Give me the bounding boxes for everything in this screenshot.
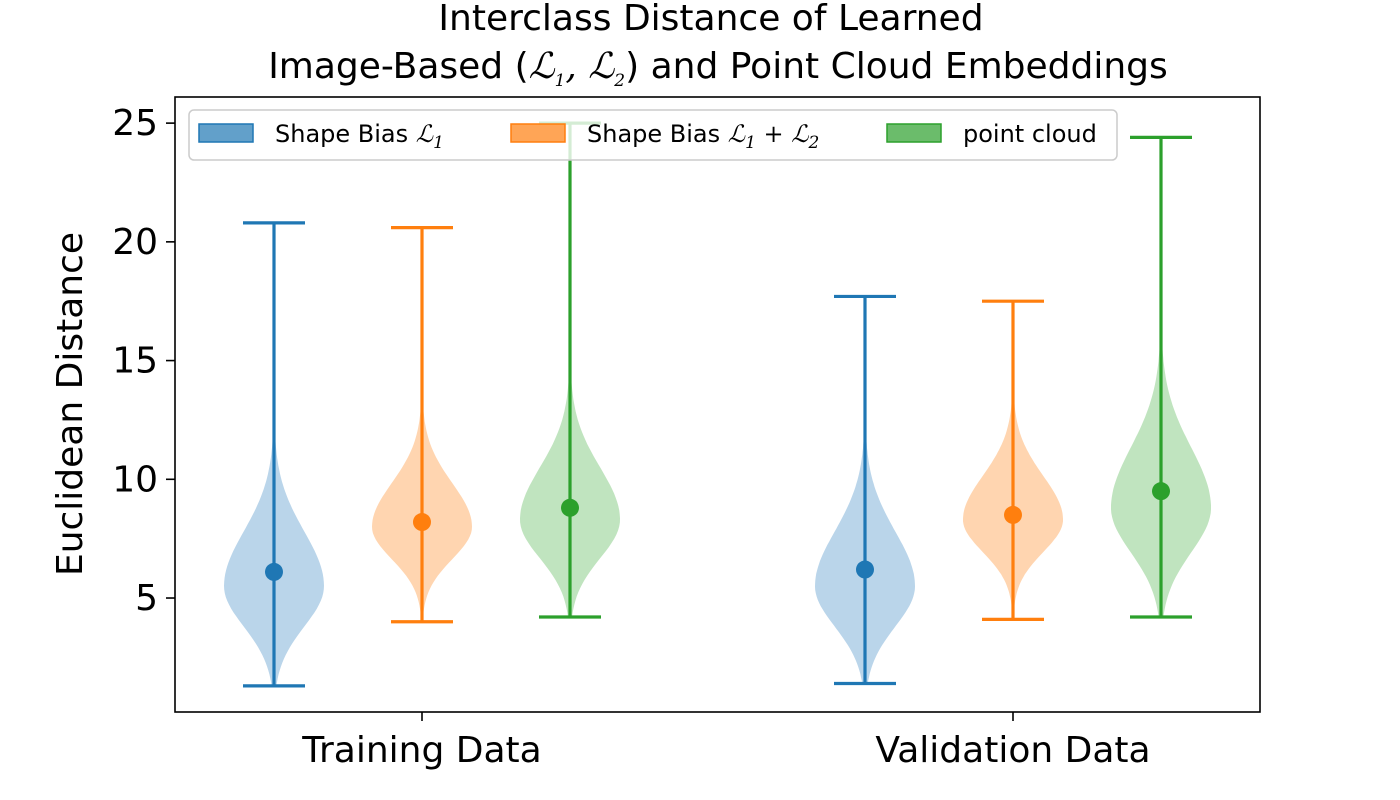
chart-title-math: ℒ1, ℒ2 xyxy=(529,46,625,91)
legend-box xyxy=(188,109,1118,161)
median-point-2-0 xyxy=(561,498,579,517)
y-tick-label: 20 xyxy=(112,222,158,263)
x-axis-ticks: Training Data Validation Data xyxy=(301,712,1151,771)
plot-frame xyxy=(174,96,1261,713)
y-tick-label: 10 xyxy=(112,459,158,500)
y-tick-label: 25 xyxy=(112,103,158,144)
y-tick-label: 15 xyxy=(112,341,158,382)
legend-swatch-2 xyxy=(886,123,942,143)
x-tick-label: Training Data xyxy=(301,730,541,771)
median-point-1-0 xyxy=(413,513,431,532)
chart-title-line2: Image-Based (ℒ1, ℒ2) and Point Cloud Emb… xyxy=(268,46,1168,91)
chart-title-prefix: Image-Based ( xyxy=(268,46,528,87)
chart-title-suffix: ) and Point Cloud Embeddings xyxy=(625,46,1168,87)
whisker-layer xyxy=(243,121,1192,688)
legend-label-2: point cloud xyxy=(963,120,1097,148)
x-tick-label: Validation Data xyxy=(875,730,1150,771)
y-axis-label: Euclidean Distance xyxy=(50,232,91,576)
median-point-2-1 xyxy=(1152,482,1170,501)
legend: Shape Bias ℒ1 Shape Bias ℒ1 + ℒ2 point clo… xyxy=(188,109,1118,161)
legend-label-0: Shape Bias ℒ1 xyxy=(275,120,444,153)
legend-swatch-0 xyxy=(198,123,254,143)
legend-label-1: Shape Bias ℒ1 + ℒ2 xyxy=(587,120,819,153)
violin-layer xyxy=(224,123,1211,686)
median-point-1-1 xyxy=(1004,505,1022,524)
legend-swatch-1 xyxy=(510,123,566,143)
y-tick-label: 5 xyxy=(135,578,158,619)
median-point-0-0 xyxy=(265,562,283,581)
chart-title-line1: Interclass Distance of Learned xyxy=(438,0,983,39)
median-point-0-1 xyxy=(856,560,874,579)
y-axis-ticks: 5 10 15 20 25 xyxy=(112,103,175,619)
legend-items: Shape Bias ℒ1 Shape Bias ℒ1 + ℒ2 point clo… xyxy=(198,120,1097,153)
